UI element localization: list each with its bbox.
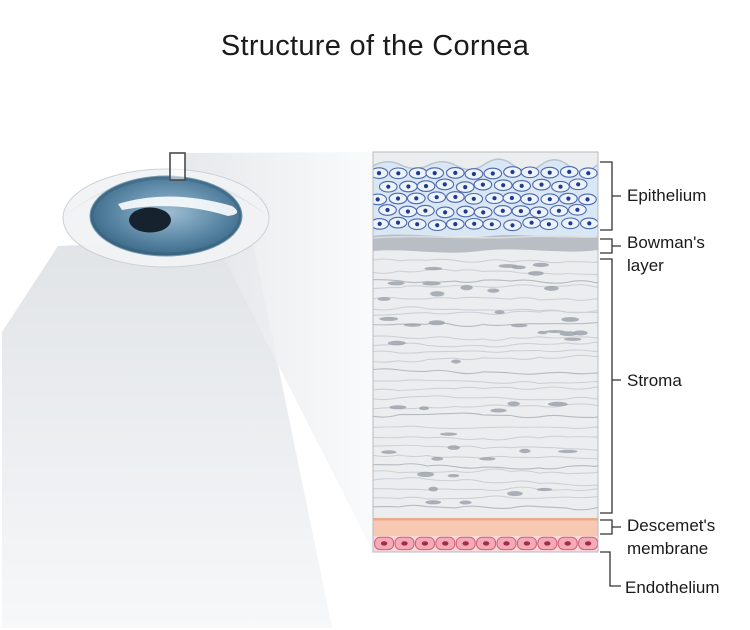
stroma-fibers — [373, 258, 598, 511]
cornea-cross-section — [372, 151, 599, 553]
label-descemets-membrane: Descemet's membrane — [627, 516, 716, 558]
layer-epithelium — [373, 158, 598, 236]
bracket-descemets — [600, 519, 621, 535]
label-bowmans-layer: Bowman's layer — [627, 233, 705, 275]
layer-descemets — [373, 518, 598, 536]
pupil — [129, 207, 171, 233]
cornea-highlight — [118, 196, 238, 216]
bracket-endothelium — [600, 551, 621, 587]
stroma-keratocytes — [377, 262, 588, 505]
layer-stroma — [373, 258, 598, 511]
label-brackets — [600, 161, 621, 587]
label-epithelium: Epithelium — [627, 186, 707, 205]
layer-endothelium — [373, 536, 599, 552]
endothelium-cells — [374, 536, 599, 551]
label-stroma: Stroma — [627, 371, 682, 390]
eye-projection-cone — [2, 238, 332, 628]
label-endothelium: Endothelium — [625, 578, 720, 597]
bracket-stroma — [600, 258, 621, 514]
limbal-ring — [90, 176, 242, 256]
epithelium-cells — [373, 166, 598, 232]
bracket-bowmans — [600, 238, 621, 254]
zoom-source-box — [169, 152, 186, 181]
bracket-epithelium — [600, 161, 621, 231]
panel-border — [372, 151, 599, 553]
eye-illustration — [62, 152, 270, 268]
diagram-title: Structure of the Cornea — [220, 30, 530, 62]
layer-bowmans — [372, 234, 599, 253]
